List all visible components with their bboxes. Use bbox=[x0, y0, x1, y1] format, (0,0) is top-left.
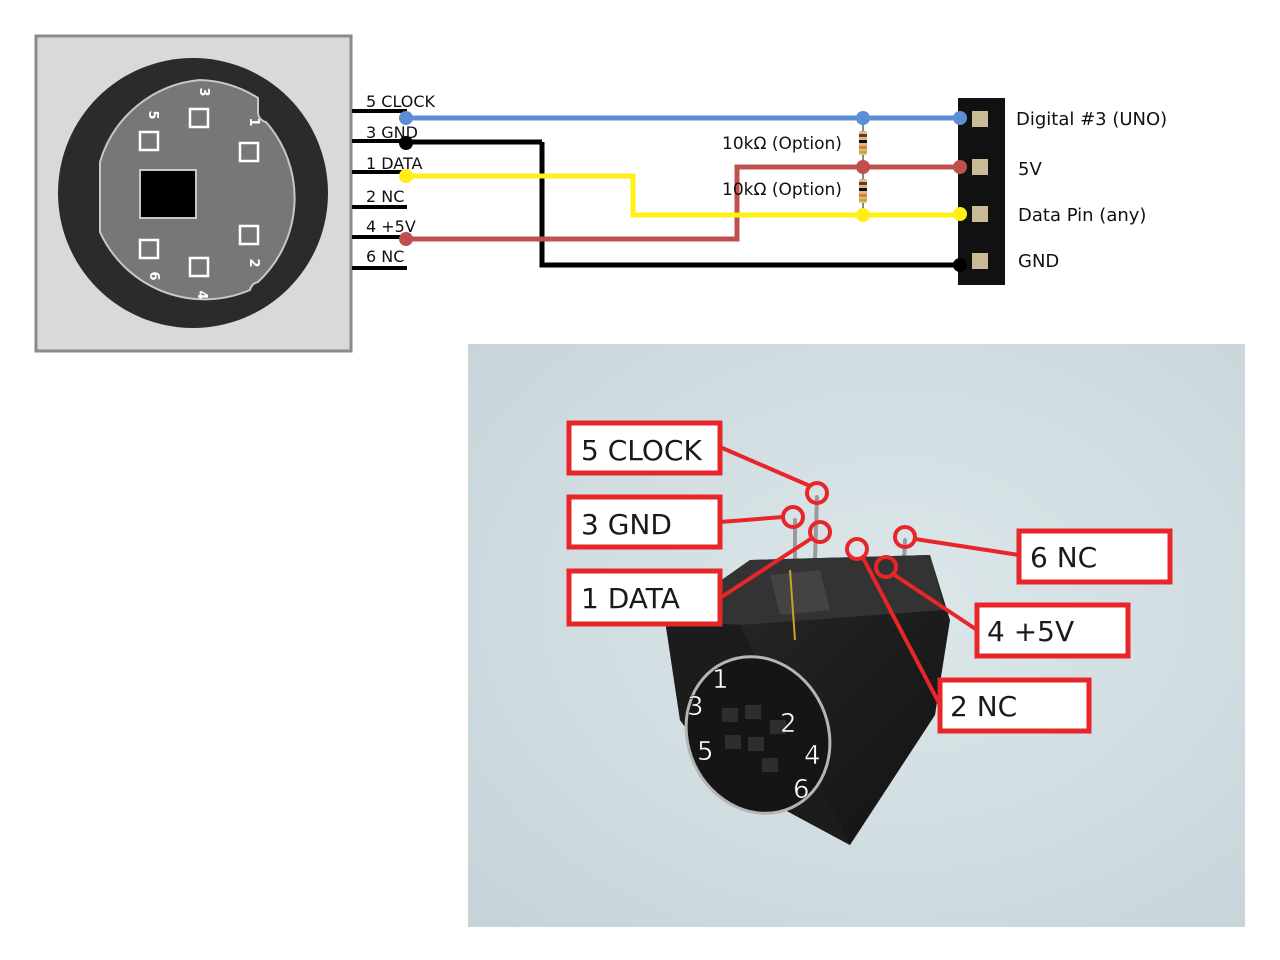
callout-box-nc6 bbox=[1016, 528, 1173, 585]
pin-number-3: 3 bbox=[196, 87, 211, 96]
wire-label-nc6: 6 NC bbox=[366, 247, 404, 266]
callout-label-clock: 5 CLOCK bbox=[581, 434, 702, 467]
photo-pin-circle-nc6 bbox=[893, 525, 917, 549]
connector-pin-1 bbox=[238, 141, 260, 163]
junction-vcc-header bbox=[953, 160, 967, 174]
pin-number-6: 6 bbox=[146, 271, 161, 280]
photo-face-number-6: 6 bbox=[793, 775, 810, 805]
connector-center-key bbox=[139, 169, 197, 219]
callout-label-vcc: 4 +5V bbox=[987, 615, 1074, 648]
leader-vcc bbox=[891, 572, 979, 632]
junction-clock-resistor bbox=[856, 111, 870, 125]
pin-number-2: 2 bbox=[246, 258, 261, 267]
resistor-2 bbox=[859, 167, 867, 215]
junction-data-start bbox=[399, 169, 413, 183]
junction-data-resistor bbox=[856, 208, 870, 222]
leader-clock bbox=[719, 445, 811, 488]
resistor-label-2: 10kΩ (Option) bbox=[722, 180, 842, 200]
resistor-label-1: 10kΩ (Option) bbox=[722, 134, 842, 154]
photo-socket-face bbox=[684, 655, 832, 815]
header-pin-digital3 bbox=[972, 111, 988, 127]
header-label-data: Data Pin (any) bbox=[1018, 205, 1146, 226]
connector-face-drawing: 3 5 1 6 2 4 bbox=[34, 34, 353, 353]
callout-box-nc2 bbox=[937, 677, 1092, 734]
callout-box-gnd bbox=[566, 494, 723, 550]
photo-face-number-5: 5 bbox=[697, 737, 714, 767]
junction-clock-start bbox=[399, 111, 413, 125]
callout-box-clock bbox=[566, 420, 723, 476]
leader-nc6 bbox=[914, 537, 1020, 557]
junction-gnd-start bbox=[399, 136, 413, 150]
wire-label-vcc: 4 +5V bbox=[366, 217, 416, 236]
junction-clock-header bbox=[953, 111, 967, 125]
wire-gnd-route bbox=[539, 142, 960, 268]
photo-face-number-3: 3 bbox=[687, 692, 704, 722]
junction-vcc-resistor bbox=[856, 160, 870, 174]
leader-gnd bbox=[719, 515, 784, 524]
pin-number-1: 1 bbox=[246, 117, 261, 126]
connector-pin-3 bbox=[188, 107, 210, 129]
pin-header bbox=[958, 98, 1005, 285]
callout-box-vcc bbox=[974, 602, 1131, 659]
junction-dots bbox=[399, 111, 967, 272]
connector-pin-4 bbox=[188, 256, 210, 278]
leader-data bbox=[718, 536, 814, 600]
photo-face-number-1: 1 bbox=[712, 665, 729, 695]
connector-pin-5 bbox=[138, 130, 160, 152]
photo-face-number-2: 2 bbox=[780, 709, 797, 739]
leader-nc2 bbox=[861, 557, 942, 706]
wire-vcc bbox=[407, 164, 960, 242]
wire-label-clock: 5 CLOCK bbox=[366, 92, 436, 111]
photo-face-number-4: 4 bbox=[804, 741, 821, 771]
photo-pin-circle-clock bbox=[805, 481, 829, 505]
callout-label-nc2: 2 NC bbox=[950, 690, 1017, 723]
callout-label-data: 1 DATA bbox=[581, 582, 680, 615]
header-label-5v: 5V bbox=[1018, 159, 1042, 180]
wire-data bbox=[407, 173, 960, 218]
wire-label-nc2: 2 NC bbox=[366, 187, 404, 206]
photo-pin-circle-vcc bbox=[874, 555, 898, 579]
connector-pin-6 bbox=[138, 238, 160, 260]
header-label-gnd: GND bbox=[1018, 251, 1059, 272]
resistor-1 bbox=[859, 118, 867, 167]
callout-label-nc6: 6 NC bbox=[1030, 541, 1097, 574]
header-pin-data bbox=[972, 206, 988, 222]
header-pin-gnd bbox=[972, 253, 988, 269]
photo-pin-circle-nc2 bbox=[845, 537, 869, 561]
pin-number-5: 5 bbox=[145, 110, 160, 119]
header-pin-5v bbox=[972, 159, 988, 175]
callout-box-data bbox=[566, 568, 723, 627]
wire-stubs bbox=[352, 109, 407, 270]
connector-pin-2 bbox=[238, 224, 260, 246]
photo-pin-circle-data bbox=[808, 520, 832, 544]
wire-label-data: 1 DATA bbox=[366, 154, 423, 173]
junction-vcc-start bbox=[399, 232, 413, 246]
pin-number-4: 4 bbox=[194, 290, 209, 299]
junction-gnd-header bbox=[953, 258, 967, 272]
callout-label-gnd: 3 GND bbox=[581, 508, 672, 541]
header-label-digital3: Digital #3 (UNO) bbox=[1016, 109, 1167, 130]
junction-data-header bbox=[953, 207, 967, 221]
connector-photo: 1 3 2 5 4 6 bbox=[468, 344, 1245, 927]
